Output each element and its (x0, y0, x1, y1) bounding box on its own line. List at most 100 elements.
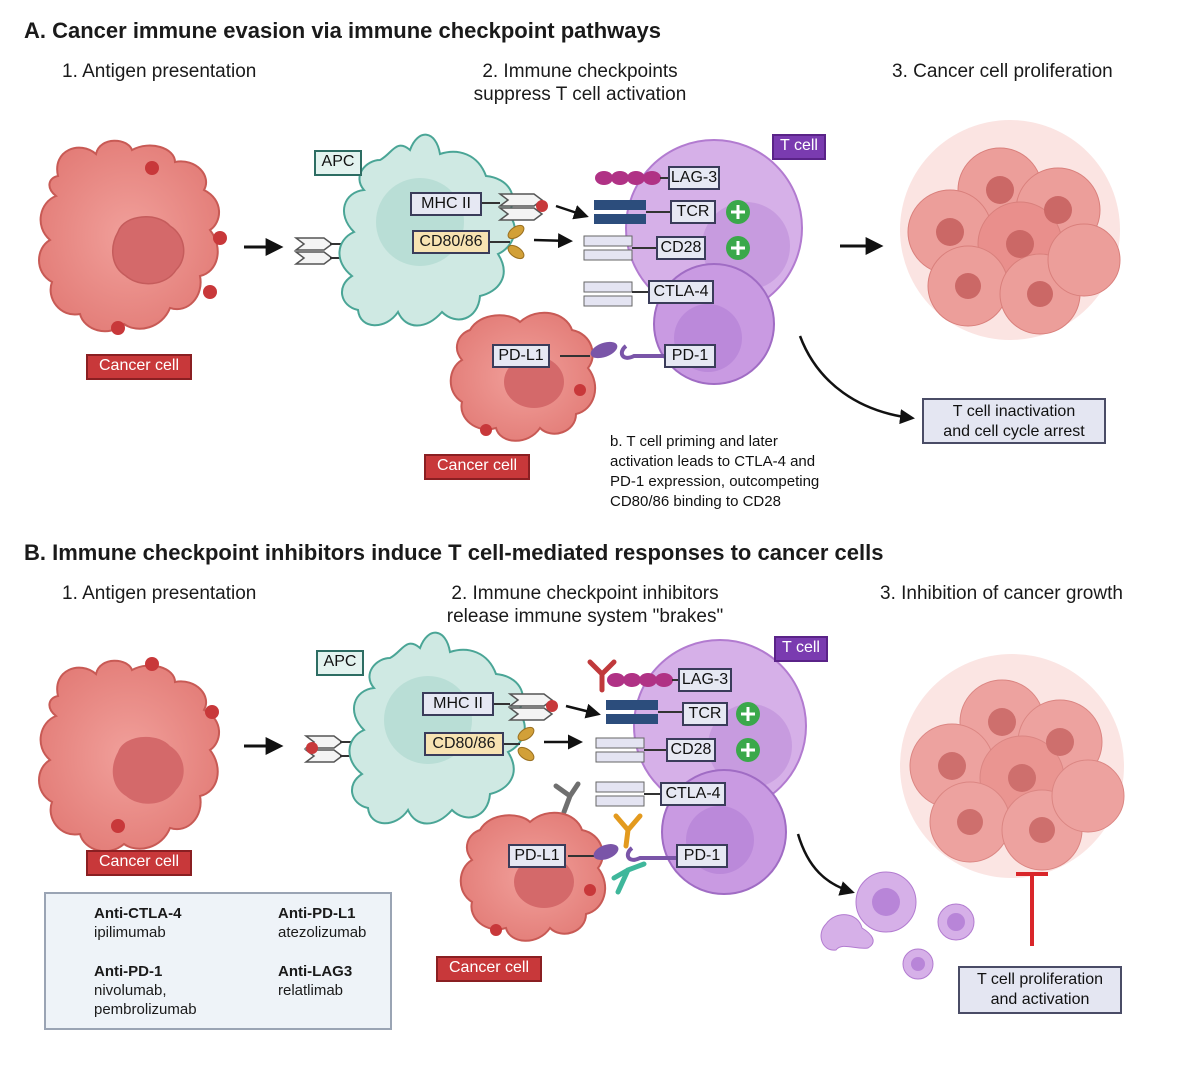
proliferation-line2: and activation (990, 991, 1090, 1008)
panel-b-step3: 3. Inhibition of cancer growth (880, 583, 1123, 604)
ctla4-label: CTLA-4 (648, 280, 714, 304)
tcell-label-b: T cell (774, 636, 828, 662)
lag3-receptor-b (607, 673, 680, 687)
pdl1-pd1-bond-b (568, 844, 676, 862)
tcr-receptor (594, 200, 670, 224)
plus-icon-cd28 (726, 236, 750, 260)
panel-a-step2: 2. Immune checkpoints suppress T cell ac… (440, 60, 720, 106)
cd28-label-b: CD28 (666, 738, 716, 762)
inhibitor-legend: Anti-CTLA-4 ipilimumab Anti-PD-L1 atezol… (44, 892, 392, 1030)
cancer-cell-label-1-b: Cancer cell (86, 850, 192, 876)
ctla4-receptor (583, 281, 650, 307)
mhc-receptor-left-b (303, 735, 380, 763)
note-line-4: CD80/86 binding to CD28 (610, 493, 781, 510)
arrow-mhc-tcr (555, 204, 589, 220)
legend-drug-2: pembrolizumab (94, 1001, 197, 1018)
cancer-cell-bottom-b (459, 811, 607, 942)
tumor-cluster-b (900, 654, 1125, 878)
legend-drug: nivolumab, (94, 982, 167, 999)
panel-b: B. Immune checkpoint inhibitors induce T… (0, 530, 1200, 1066)
cancer-cell-label-2: Cancer cell (424, 454, 530, 480)
legend-drug: relatlimab (278, 982, 344, 999)
legend-item-anti-lag3: Anti-LAG3 relatlimab (278, 962, 352, 1000)
anti-lag3-antibody-icon (587, 659, 617, 693)
plus-icon-tcr-b (736, 702, 760, 726)
plus-icon-tcr (726, 200, 750, 224)
arrow-proliferation (796, 833, 855, 896)
legend-name: Anti-CTLA-4 (94, 905, 182, 922)
legend-item-anti-ctla4: Anti-CTLA-4 ipilimumab (94, 904, 181, 942)
lag3-receptor (595, 171, 670, 185)
cancer-cell-bottom (449, 311, 597, 442)
panel-a-step2-line1: 2. Immune checkpoints (482, 61, 678, 82)
pd1-label-b: PD-1 (676, 844, 728, 868)
cd28-receptor-b (595, 737, 666, 763)
priming-note: b. T cell priming and later activation l… (610, 432, 819, 512)
cancer-cell-label-2-b: Cancer cell (436, 956, 542, 982)
note-line-2: activation leads to CTLA-4 and (610, 453, 816, 470)
panel-b-title: B. Immune checkpoint inhibitors induce T… (24, 540, 884, 565)
panel-b-diagram (38, 631, 1125, 1000)
proliferating-tcells (820, 871, 975, 980)
mhc-complex (482, 193, 548, 221)
plus-icon-cd28-b (736, 738, 760, 762)
mhc-complex-b (490, 693, 558, 721)
inactivation-box: T cell inactivation and cell cycle arres… (922, 398, 1106, 444)
lag3-label-b: LAG-3 (678, 668, 732, 692)
pdl1-label: PD-L1 (492, 344, 550, 368)
anti-pd1-antibody-icon (611, 861, 647, 895)
arrow-cd80-cd28 (533, 233, 573, 249)
inhibition-bar-icon (1016, 872, 1048, 946)
legend-item-anti-pd1: Anti-PD-1 nivolumab, pembrolizumab (94, 962, 197, 1019)
pd1-label: PD-1 (664, 344, 716, 368)
tcr-receptor-b (606, 700, 682, 724)
panel-a-step2-line2: suppress T cell activation (473, 84, 687, 105)
legend-item-anti-pdl1: Anti-PD-L1 atezolizumab (278, 904, 366, 942)
panel-a: A. Cancer immune evasion via immune chec… (0, 0, 1200, 530)
panel-a-step1: 1. Antigen presentation (62, 61, 257, 82)
cancer-cell-left-b (38, 657, 220, 853)
legend-drug: ipilimumab (94, 924, 166, 941)
cd80-ligand (488, 224, 525, 260)
ctla4-label-b: CTLA-4 (660, 782, 726, 806)
anti-ctla4-antibody-icon (553, 781, 581, 815)
arrow-inactivation (798, 335, 915, 425)
legend-name: Anti-LAG3 (278, 963, 353, 980)
tcr-label: TCR (670, 200, 716, 224)
panel-b-step1: 1. Antigen presentation (62, 583, 257, 604)
pdl1-pd1-bond (560, 341, 668, 360)
cd28-receptor (583, 235, 656, 261)
lag3-label: LAG-3 (668, 166, 720, 190)
cd80-label: CD80/86 (412, 230, 490, 254)
tumor-cluster (900, 120, 1121, 340)
proliferation-box: T cell proliferation and activation (958, 966, 1122, 1014)
cancer-cell-left (38, 139, 227, 335)
cancer-cell-label-1: Cancer cell (86, 354, 192, 380)
mhc-label-b: MHC II (422, 692, 494, 716)
legend-name: Anti-PD-1 (94, 963, 163, 980)
panel-a-title: A. Cancer immune evasion via immune chec… (24, 18, 661, 43)
legend-drug: atezolizumab (278, 924, 367, 941)
panel-b-step2: 2. Immune checkpoint inhibitors release … (420, 582, 750, 628)
note-line-1: b. T cell priming and later (610, 433, 778, 450)
mhc-label: MHC II (410, 192, 482, 216)
inactivation-line2: and cell cycle arrest (943, 423, 1085, 440)
panel-b-step2-line2: release immune system "brakes" (446, 606, 724, 627)
cd80-label-b: CD80/86 (424, 732, 504, 756)
anti-pdl1-antibody-icon (613, 813, 643, 849)
apc-cell-b (348, 631, 526, 825)
proliferation-line1: T cell proliferation (977, 971, 1103, 988)
arrow-mhc-tcr-b (565, 703, 601, 719)
tcell-label: T cell (772, 134, 826, 160)
apc-label-b: APC (316, 650, 364, 676)
legend-name: Anti-PD-L1 (278, 905, 356, 922)
inactivation-line1: T cell inactivation (952, 403, 1076, 420)
tcr-label-b: TCR (682, 702, 728, 726)
ctla4-receptor-b (595, 781, 660, 807)
panel-b-step2-line1: 2. Immune checkpoint inhibitors (451, 583, 719, 604)
apc-label: APC (314, 150, 362, 176)
panel-a-step3: 3. Cancer cell proliferation (892, 61, 1113, 82)
pdl1-label-b: PD-L1 (508, 844, 566, 868)
cd28-label: CD28 (656, 236, 706, 260)
note-line-3: PD-1 expression, outcompeting (610, 473, 820, 490)
